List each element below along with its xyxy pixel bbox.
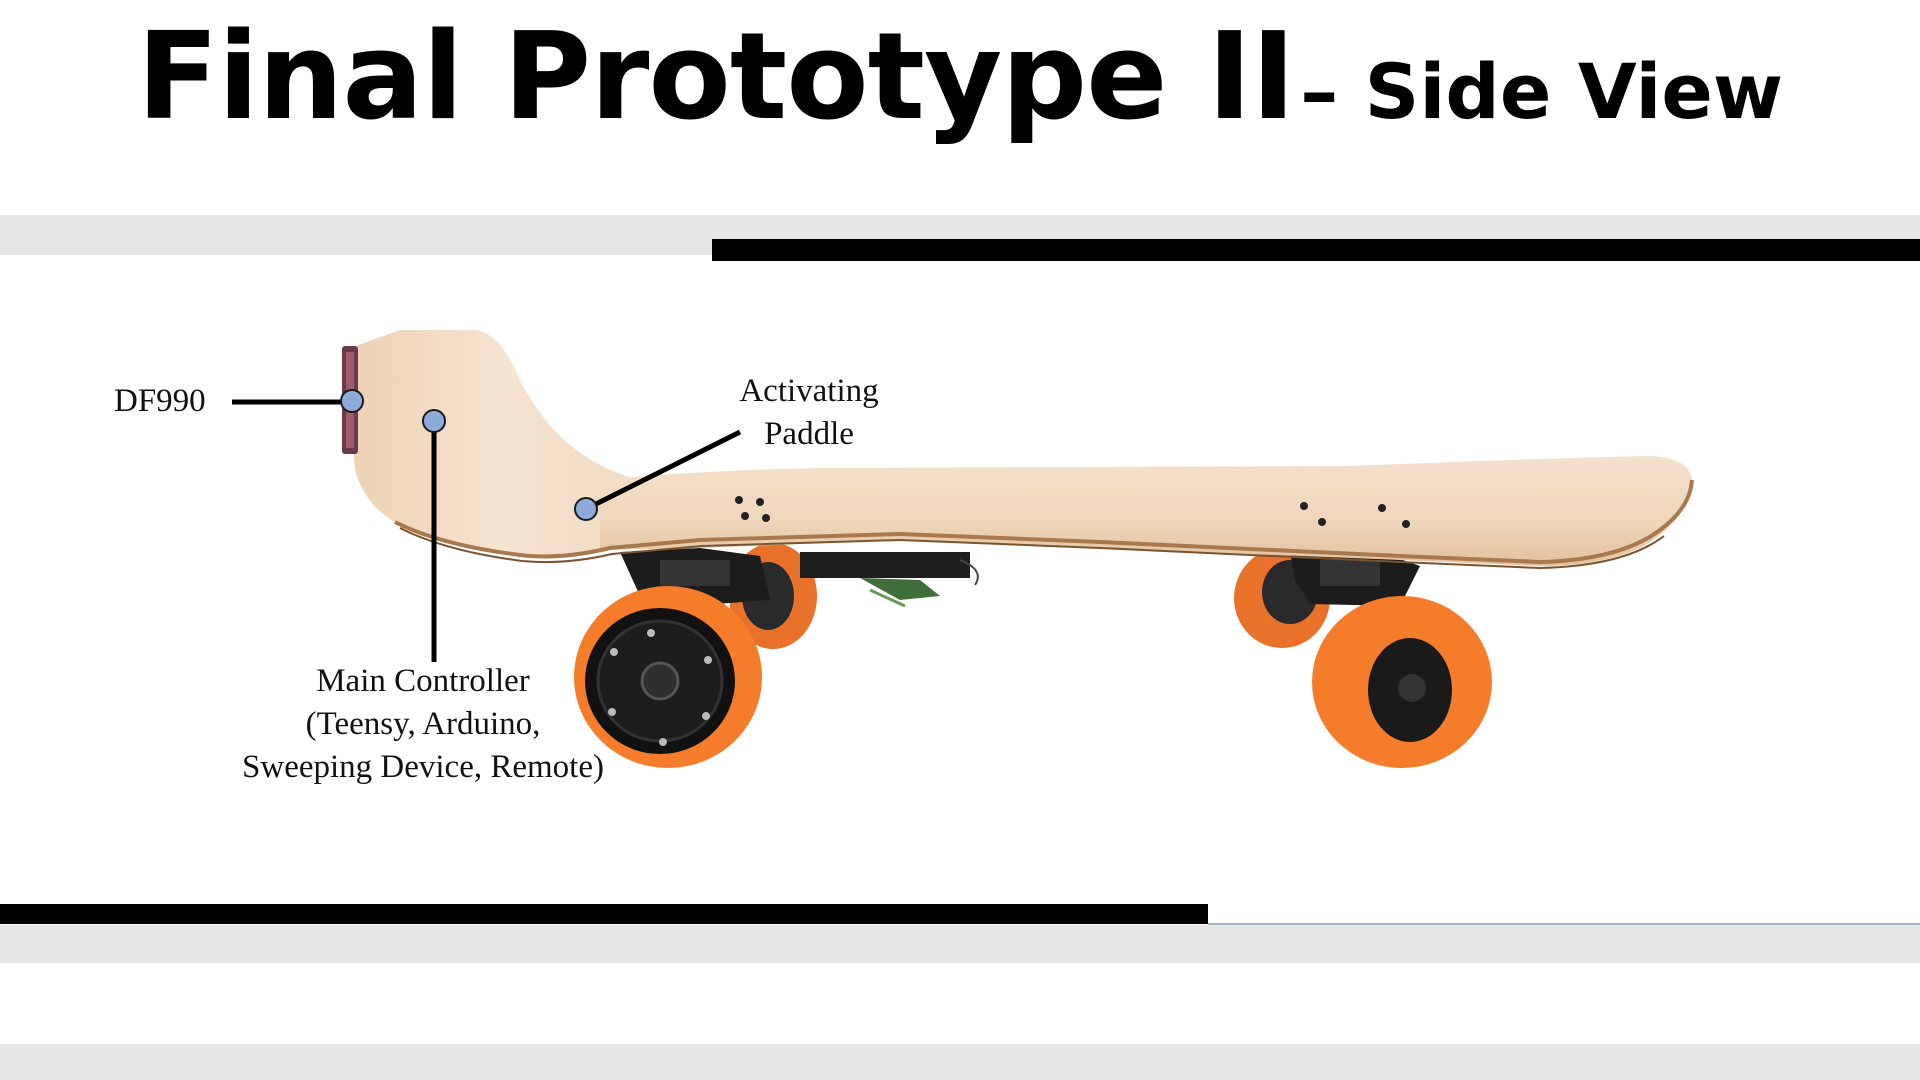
controller-label-line-3: Sweeping Device, Remote) [242,749,604,785]
controller-label-line-2: (Teensy, Arduino, [305,706,541,742]
bottom-thin-line [1208,923,1920,925]
controller-label: Main Controller (Teensy, Arduino, Sweepi… [218,660,628,789]
bottom-black-bar [0,904,1208,924]
footer-gray-band [0,1044,1920,1080]
deck [345,330,1694,570]
paddle-label-line-1: Activating [739,373,879,409]
page-title: Final Prototype II – Side View [0,18,1920,138]
df990-callout [232,389,364,413]
top-black-bar [712,239,1920,261]
df990-label: DF990 [114,383,206,419]
paddle-callout [574,429,742,521]
paddle-label: Activating Paddle [726,370,892,456]
front-near-wheel [1312,596,1492,768]
paddle-label-line-2: Paddle [764,416,854,452]
controller-callout [422,409,446,662]
electronics-bundle [800,552,979,608]
front-truck [1290,552,1420,606]
rear-near-wheel [574,586,762,768]
controller-label-line-1: Main Controller [316,663,530,699]
title-main: Final Prototype II [136,8,1296,147]
bottom-gray-band [0,925,1920,963]
title-subtitle: – Side View [1300,47,1784,136]
